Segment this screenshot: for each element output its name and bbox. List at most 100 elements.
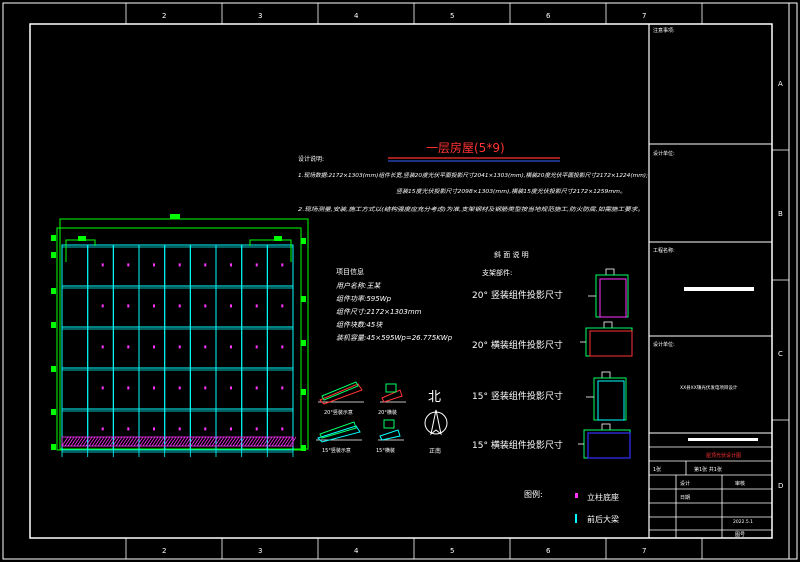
project-module-size: 组件尺寸:2172×1303mm (336, 308, 422, 316)
left-edge-marker (51, 366, 56, 372)
roof-inner-outline (56, 227, 302, 451)
hatch-line (250, 436, 258, 447)
hatch-line (133, 436, 141, 447)
sketch1-panel (319, 383, 363, 405)
side-letter-b: B (778, 210, 783, 218)
hatch-line (163, 436, 171, 447)
pv-base-dot (281, 263, 284, 267)
pv-base-dot (281, 386, 284, 390)
hatch-line (85, 436, 93, 447)
bottom-number-5: 6 (546, 547, 551, 555)
hatch-line (181, 436, 189, 447)
pv-base-dot (281, 345, 284, 349)
legend-item-2: 前后大梁 (587, 514, 619, 524)
hatch-line (220, 436, 228, 447)
hatch-line (118, 436, 126, 447)
pv-base-dot (127, 345, 130, 349)
roof-outline (59, 218, 309, 450)
project-owner: 用户名称:王某 (336, 282, 381, 290)
project-info: 项目信息 用户名称:王某 组件功率:595Wp 组件尺寸:2172×1303mm… (336, 267, 453, 342)
pv-base-dot (230, 263, 232, 267)
project-info-heading: 项目信息 (336, 267, 364, 276)
pv-module (164, 367, 191, 410)
tb-sheet-left: 1张 (653, 466, 661, 473)
hatch-line (139, 436, 147, 447)
pv-module (189, 244, 217, 287)
pv-base-dot (153, 427, 155, 431)
pv-module (164, 244, 191, 287)
top-number-5: 6 (546, 12, 551, 20)
hatch-line (208, 436, 216, 447)
bracket3-cap (601, 371, 611, 379)
pv-base-dot (230, 345, 232, 349)
pv-base-dot (101, 263, 104, 267)
pv-module (138, 367, 166, 410)
hatch-line (70, 436, 78, 447)
hatch-line (238, 436, 246, 447)
hatch-line (265, 436, 273, 447)
pv-base-dot (230, 427, 232, 431)
tb-scale: 图号 (735, 532, 745, 538)
hatch-line (211, 436, 219, 447)
hatch-line (76, 436, 84, 447)
bracket1-outer (595, 274, 629, 318)
left-edge-marker (51, 444, 56, 450)
pv-module (189, 367, 217, 410)
pv-module (215, 367, 243, 410)
pv-module (215, 326, 243, 369)
hatch-line (130, 436, 138, 447)
bracket-item-2: 20° 横装组件投影尺寸 (472, 339, 563, 351)
hatch-line (259, 436, 267, 447)
pv-base-dot (101, 386, 104, 390)
sketch2-frame (385, 383, 397, 393)
pv-base-dot (127, 304, 130, 308)
tb-project-label: 工程名称: (653, 247, 675, 254)
legend: 图例: 立柱底座 前后大梁 (524, 489, 619, 524)
project-total-capacity: 装机容量:45×595Wp=26.775KWp (336, 334, 453, 342)
bottom-number-1: 2 (162, 547, 166, 555)
bracket2-inner (589, 330, 633, 357)
hatch-line (142, 436, 150, 447)
top-number-3: 4 (354, 12, 359, 20)
pv-module (266, 244, 294, 287)
tb-designer-label: 设计单位: (653, 150, 675, 157)
top-border-numbers: 2 3 4 5 6 7 2 3 4 5 6 7 (162, 12, 646, 555)
tb-stamp-text: 屋顶光伏设计图 (706, 452, 741, 459)
design-notes-line-2: 竖装15度光伏投影尺寸2098×1303(mm),横装15度光伏投影尺寸2172… (396, 188, 626, 195)
hatch-line (289, 436, 297, 447)
bracket1-inner (599, 278, 627, 318)
bracket-section: 斜 面 说 明 支架部件: 20° 竖装组件投影尺寸 20° 横装组件投影尺寸 … (472, 250, 633, 459)
hatch-line (247, 436, 255, 447)
tb-sheet-right: 第1张 共1张 (694, 466, 722, 473)
bottom-number-4: 5 (450, 547, 454, 555)
hatch-line (244, 436, 252, 447)
pv-base-dot (204, 263, 207, 267)
hatch-line (223, 436, 231, 447)
project-module-power: 组件功率:595Wp (336, 295, 392, 303)
bracket4-inner (587, 432, 631, 459)
legend-base-swatch (575, 493, 578, 498)
hatch-line (94, 436, 102, 447)
pv-module (189, 408, 217, 451)
bracket-item-1: 20° 竖装组件投影尺寸 (472, 289, 563, 301)
hatch-line (274, 436, 282, 447)
pv-base-dot (204, 345, 207, 349)
bracket2-cap (603, 321, 613, 329)
pv-module (138, 285, 166, 328)
pv-base-dot (127, 386, 130, 390)
pv-base-dot (255, 345, 258, 349)
pv-module (266, 408, 294, 451)
pv-base-dot (230, 386, 232, 390)
top-number-4: 5 (450, 12, 454, 20)
pv-base-dot (101, 427, 104, 431)
hatch-line (178, 436, 186, 447)
bracket-heading: 斜 面 说 明 (494, 250, 529, 259)
pv-module (138, 408, 166, 451)
right-edge-marker (301, 445, 306, 451)
pv-module (266, 285, 294, 328)
bracket3-inner (597, 380, 625, 421)
pv-module (189, 285, 217, 328)
hatch-line (286, 436, 294, 447)
compass-sub: 正南 (429, 447, 441, 455)
pv-module (138, 326, 166, 369)
